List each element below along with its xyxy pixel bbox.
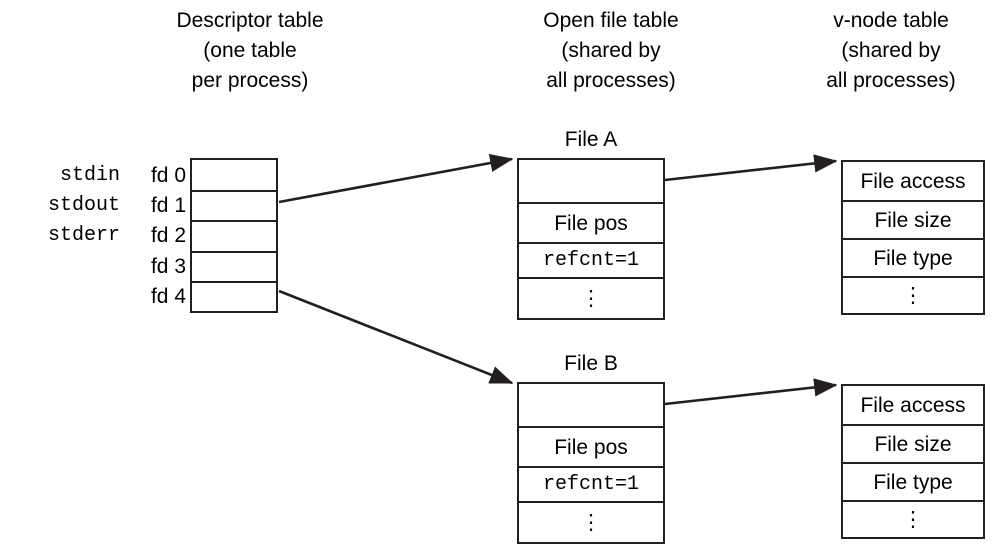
column-heading-descriptor-table: Descriptor table (one table per process) xyxy=(176,9,324,92)
label-fd-0: fd 0 xyxy=(150,164,186,187)
label-fd-2: fd 2 xyxy=(150,224,186,247)
open-file-b-row-file-pos: File pos xyxy=(519,426,663,466)
vnode-a-row-ellipsis: ⋮ xyxy=(843,275,983,314)
open-file-a-row-refcnt: refcnt=1 xyxy=(519,242,663,278)
vnode-b-row-file-type: File type xyxy=(843,462,983,500)
label-fd-3: fd 3 xyxy=(150,255,186,278)
open-file-a-row-ellipsis: ⋮ xyxy=(519,277,663,317)
open-file-table-a: File pos refcnt=1 ⋮ xyxy=(517,158,665,320)
label-fd-4: fd 4 xyxy=(150,285,186,308)
vnode-table-a: File access File size File type ⋮ xyxy=(841,160,985,315)
descriptor-cell-fd-4 xyxy=(192,280,276,311)
vnode-a-row-file-size: File size xyxy=(843,200,983,238)
descriptor-table xyxy=(190,158,278,313)
label-stdin: stdin xyxy=(59,164,120,187)
label-stdout: stdout xyxy=(47,194,120,217)
label-stderr: stderr xyxy=(47,224,120,247)
arrow-fd4-to-file-b xyxy=(278,289,514,385)
descriptor-cell-fd-0 xyxy=(192,160,276,190)
open-file-a-row-file-pos: File pos xyxy=(519,202,663,242)
vnode-b-row-file-access: File access xyxy=(860,393,966,417)
descriptor-cell-fd-2 xyxy=(192,220,276,250)
vnode-a-row-file-type: File type xyxy=(843,238,983,276)
label-fd-1: fd 1 xyxy=(150,194,186,217)
open-file-a-row-0 xyxy=(519,160,663,202)
column-heading-vnode-table: v-node table (shared by all processes) xyxy=(826,9,956,92)
vnode-table-b: File access File size File type ⋮ xyxy=(841,384,985,539)
arrow-fd1-to-file-a xyxy=(278,154,514,204)
arrow-file-b-to-vnode-b xyxy=(664,378,838,406)
open-file-b-row-0 xyxy=(519,384,663,426)
caption-file-b: File B xyxy=(564,352,618,375)
open-file-table-b: File pos refcnt=1 ⋮ xyxy=(517,382,665,544)
descriptor-cell-fd-3 xyxy=(192,250,276,281)
open-file-b-row-ellipsis: ⋮ xyxy=(519,501,663,541)
column-heading-open-file-table: Open file table (shared by all processes… xyxy=(543,9,679,92)
vnode-a-row-file-access: File access xyxy=(860,169,966,193)
open-file-b-row-refcnt: refcnt=1 xyxy=(519,466,663,502)
descriptor-cell-fd-1 xyxy=(192,190,276,220)
vnode-b-row-file-size: File size xyxy=(843,424,983,462)
vnode-b-row-ellipsis: ⋮ xyxy=(843,499,983,538)
caption-file-a: File A xyxy=(564,128,618,151)
arrow-file-a-to-vnode-a xyxy=(664,154,838,182)
